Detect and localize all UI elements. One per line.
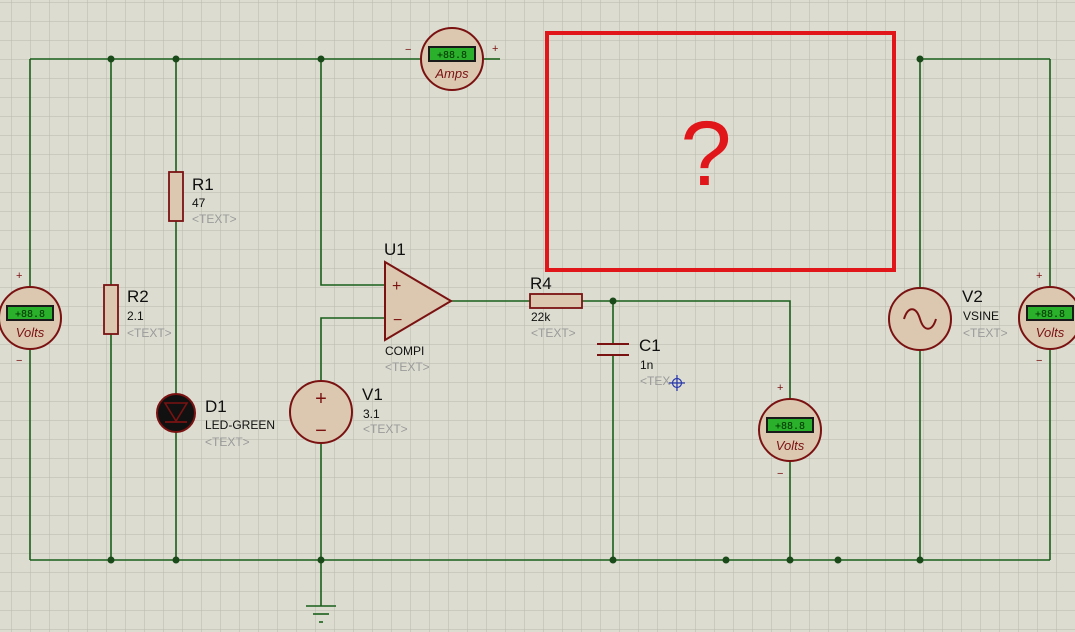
r2-value: 2.1 xyxy=(127,309,144,323)
resistor-r2-body xyxy=(103,284,119,335)
junctions xyxy=(107,55,924,564)
led-d1-body xyxy=(156,393,196,433)
ammeter-minus-sign: − xyxy=(405,44,411,56)
voltmeter-left-plus-sign: + xyxy=(16,270,22,282)
resistor-r1-body xyxy=(168,171,184,222)
v1-plus-sign: + xyxy=(315,388,327,410)
led-d1-triangle xyxy=(163,402,189,423)
v2-text: <TEXT> xyxy=(963,326,1008,340)
led-d1[interactable]: D1 LED-GREEN <TEXT> xyxy=(156,393,275,449)
crosshair-cursor-icon xyxy=(669,375,685,391)
r2-ref: R2 xyxy=(127,287,149,306)
resistor-r2[interactable]: R2 2.1 <TEXT> xyxy=(103,284,172,340)
wire-opamp-minus xyxy=(320,317,385,382)
r2-text: <TEXT> xyxy=(127,326,172,340)
voltmeter-right-minus-sign: − xyxy=(1036,355,1042,367)
r1-ref: R1 xyxy=(192,175,214,194)
voltmeter-right-display-value: +88.8 xyxy=(1035,309,1065,320)
u1-text: <TEXT> xyxy=(385,360,430,374)
resistor-r4-body xyxy=(529,293,583,309)
voltmeter-left[interactable]: +88.8 Volts + − xyxy=(0,270,62,367)
ground-symbol[interactable] xyxy=(306,605,336,623)
v1-ref: V1 xyxy=(362,385,383,404)
voltmeter-middle[interactable]: +88.8 Volts + − xyxy=(758,382,822,480)
ammeter-label: Amps xyxy=(434,66,469,81)
voltmeter-left-minus-sign: − xyxy=(16,355,22,367)
r4-value: 22k xyxy=(531,310,551,324)
wire-opamp-plus xyxy=(320,59,385,286)
r4-text: <TEXT> xyxy=(531,326,576,340)
opamp-minus-sign: − xyxy=(393,312,402,329)
v2-ref: V2 xyxy=(962,287,983,306)
resistor-r1[interactable]: R1 47 <TEXT> xyxy=(168,171,237,226)
resistor-r4[interactable]: R4 22k <TEXT> xyxy=(529,274,583,340)
v1-minus-sign: − xyxy=(315,420,327,442)
v1-value: 3.1 xyxy=(363,407,380,421)
voltmeter-left-display-value: +88.8 xyxy=(15,309,45,320)
r4-ref: R4 xyxy=(530,274,552,293)
source-v1-body xyxy=(289,380,353,444)
wires xyxy=(29,58,1051,606)
d1-value: LED-GREEN xyxy=(205,418,275,432)
ammeter-plus-sign: + xyxy=(492,43,498,55)
v2-value: VSINE xyxy=(963,309,999,323)
voltmeter-middle-plus-sign: + xyxy=(777,382,783,394)
voltmeter-middle-display-value: +88.8 xyxy=(775,421,805,432)
c1-text: <TEX xyxy=(640,374,670,388)
c1-value: 1n xyxy=(640,358,653,372)
wire-r4-out xyxy=(582,300,791,400)
voltmeter-left-label: Volts xyxy=(16,325,45,340)
sine-wave-icon xyxy=(903,308,937,330)
voltmeter-middle-minus-sign: − xyxy=(777,468,783,480)
c1-ref: C1 xyxy=(639,336,661,355)
u1-ref: U1 xyxy=(384,240,406,259)
d1-text: <TEXT> xyxy=(205,435,250,449)
unknown-component-box[interactable]: ? xyxy=(545,31,896,272)
question-mark: ? xyxy=(680,103,731,205)
opamp-u1-body xyxy=(384,260,453,342)
source-v2[interactable]: V2 VSINE <TEXT> xyxy=(888,287,1008,351)
r1-text: <TEXT> xyxy=(192,212,237,226)
opamp-u1[interactable]: + − U1 COMPI <TEXT> xyxy=(384,240,453,374)
ammeter-display xyxy=(430,48,474,60)
v1-text: <TEXT> xyxy=(363,422,408,436)
capacitor-c1[interactable]: C1 1n <TEX xyxy=(597,336,670,388)
ammeter-top[interactable]: +88.8 Amps − + xyxy=(405,27,498,91)
voltmeter-right-plus-sign: + xyxy=(1036,270,1042,282)
r1-value: 47 xyxy=(192,196,206,210)
voltmeter-middle-label: Volts xyxy=(776,438,805,453)
d1-ref: D1 xyxy=(205,397,227,416)
source-v1[interactable]: + − V1 3.1 <TEXT> xyxy=(289,380,408,444)
voltmeter-right-label: Volts xyxy=(1036,325,1065,340)
ammeter-display-value: +88.8 xyxy=(437,50,467,61)
u1-value: COMPI xyxy=(385,344,424,358)
opamp-plus-sign: + xyxy=(392,278,401,295)
unknown-box-frame xyxy=(545,31,896,272)
voltmeter-right[interactable]: +88.8 Volts + − xyxy=(1018,270,1075,367)
